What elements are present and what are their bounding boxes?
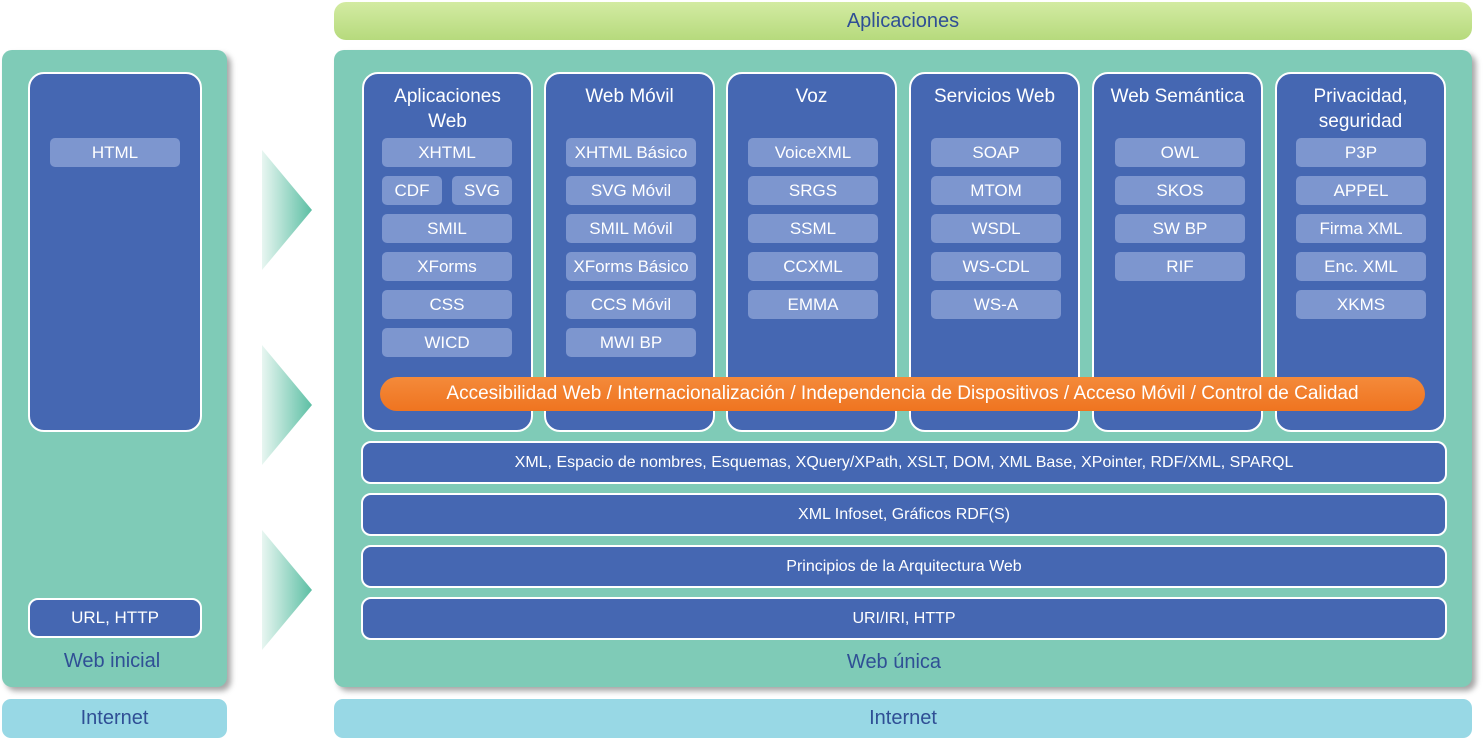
tech-pill: SVG Móvil [566, 176, 696, 205]
html-pill: HTML [50, 138, 180, 167]
column-semantic-web: Web Semántica OWL SKOS SW BP RIF [1092, 72, 1263, 432]
internet-bar-main: Internet [334, 699, 1472, 738]
tech-pill: MTOM [931, 176, 1061, 205]
cross-cutting-bar: Accesibilidad Web / Internacionalización… [380, 377, 1425, 411]
unified-web-caption: Web única [846, 650, 942, 673]
column-web-applications: Aplicaciones Web XHTML CDF SVG SMIL XFor… [362, 72, 533, 432]
column-mobile-web: Web Móvil XHTML Básico SVG Móvil SMIL Mó… [544, 72, 715, 432]
tech-pill: WS-A [931, 290, 1061, 319]
internet-bar-left: Internet [2, 699, 227, 738]
tech-pill: MWI BP [566, 328, 696, 357]
tech-pill: SKOS [1115, 176, 1245, 205]
tech-pill: XForms Básico [566, 252, 696, 281]
tech-pill: XHTML Básico [566, 138, 696, 167]
tech-pill: XKMS [1296, 290, 1426, 319]
tech-pill: P3P [1296, 138, 1426, 167]
tech-pill: VoiceXML [748, 138, 878, 167]
tech-pill: WSDL [931, 214, 1061, 243]
column-web-services: Servicios Web SOAP MTOM WSDL WS-CDL WS-A [909, 72, 1080, 432]
tech-pill: XHTML [382, 138, 512, 167]
tech-pill: WS-CDL [931, 252, 1061, 281]
tech-pill: OWL [1115, 138, 1245, 167]
tech-pill: Firma XML [1296, 214, 1426, 243]
initial-web-content-box [28, 72, 202, 432]
tech-pill: XForms [382, 252, 512, 281]
arrow-right-icon [262, 530, 312, 650]
arrow-right-icon [262, 345, 312, 465]
layer-uri-http: URI/IRI, HTTP [361, 597, 1447, 640]
tech-pill: SOAP [931, 138, 1061, 167]
column-voice: Voz VoiceXML SRGS SSML CCXML EMMA [726, 72, 897, 432]
column-title: Servicios Web [933, 86, 1056, 107]
tech-pill: SW BP [1115, 214, 1245, 243]
tech-pill: WICD [382, 328, 512, 357]
column-title: Privacidad, seguridad [1313, 86, 1408, 132]
tech-pill: RIF [1115, 252, 1245, 281]
applications-bar: Aplicaciones [334, 2, 1472, 40]
url-http-layer: URL, HTTP [28, 598, 202, 638]
tech-pill: APPEL [1296, 176, 1426, 205]
column-title: Web Móvil [585, 86, 674, 107]
tech-pill: CCS Móvil [566, 290, 696, 319]
tech-pill: CCXML [748, 252, 878, 281]
layer-architecture-principles: Principios de la Arquitectura Web [361, 545, 1447, 588]
tech-pill: SMIL [382, 214, 512, 243]
initial-web-caption: Web inicial [63, 649, 161, 672]
layer-xml-technologies: XML, Espacio de nombres, Esquemas, XQuer… [361, 441, 1447, 484]
column-title: Voz [795, 86, 828, 107]
column-title: Aplicaciones Web [394, 86, 501, 132]
tech-pill: CDF [382, 176, 442, 205]
layer-xml-infoset: XML Infoset, Gráficos RDF(S) [361, 493, 1447, 536]
column-privacy-security: Privacidad, seguridad P3P APPEL Firma XM… [1275, 72, 1446, 432]
tech-pill: Enc. XML [1296, 252, 1426, 281]
tech-pill: SMIL Móvil [566, 214, 696, 243]
tech-pill: SRGS [748, 176, 878, 205]
tech-pill: SVG [452, 176, 512, 205]
arrow-right-icon [262, 150, 312, 270]
tech-pill: EMMA [748, 290, 878, 319]
column-title: Web Semántica [1110, 86, 1245, 107]
tech-pill: SSML [748, 214, 878, 243]
tech-pill: CSS [382, 290, 512, 319]
